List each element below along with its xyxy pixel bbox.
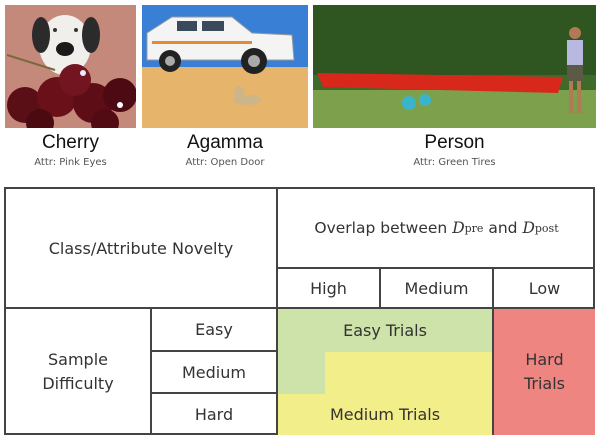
kayak-person-illustration <box>313 5 596 128</box>
pre-subscript: pre <box>464 221 484 235</box>
hard-trials-line1: Hard <box>525 350 564 369</box>
overlap-level-medium: Medium <box>404 278 469 298</box>
example-attribute-label: Attr: Green Tires <box>413 157 496 168</box>
grid-line <box>150 392 278 394</box>
grid-line <box>379 267 381 309</box>
grid-line <box>150 307 152 435</box>
corner-header: Class/Attribute Novelty <box>48 238 234 258</box>
difficulty-level-easy: Easy <box>195 320 233 339</box>
hard-trials-label: Hard Trials <box>494 309 595 435</box>
overlap-level-high: High <box>310 278 347 298</box>
overlap-level-low: Low <box>528 278 561 298</box>
easy-trials-label: Easy Trials <box>343 321 427 340</box>
medium-trials-region-bottom <box>278 394 492 435</box>
easy-trials-region-left <box>278 352 325 394</box>
sample-difficulty-header: Sample Difficulty <box>6 309 150 435</box>
difficulty-level-hard: Hard <box>194 405 234 424</box>
suv-lizard-illustration <box>142 5 308 128</box>
difficulty-level-medium: Medium <box>182 362 246 382</box>
example-class-label: Cherry <box>41 132 99 153</box>
and-word: and <box>483 219 523 237</box>
dalmatian-cherries-illustration <box>5 5 136 128</box>
sample-difficulty-line1: Sample <box>48 350 108 369</box>
example-image-person <box>313 5 596 128</box>
grid-line <box>492 267 494 435</box>
post-subscript: post <box>534 221 559 235</box>
medium-trials-region <box>325 352 492 394</box>
easy-trials-region <box>278 309 492 352</box>
example-attribute-label: Attr: Open Door <box>185 157 265 168</box>
grid-line <box>150 350 278 352</box>
medium-trials-label: Medium Trials <box>329 405 441 424</box>
grid-line <box>6 307 595 309</box>
example-class-label: Person <box>424 132 485 153</box>
example-image-cherry <box>5 5 136 128</box>
hard-trials-line2: Trials <box>523 374 566 393</box>
hard-trials-region <box>494 309 595 435</box>
sample-difficulty-line2: Difficulty <box>42 374 114 393</box>
d-pre-symbol: D <box>452 219 465 237</box>
d-post-symbol: D <box>522 219 535 237</box>
example-class-label: Agamma <box>186 132 264 153</box>
trial-difficulty-table: Class/Attribute Novelty Overlap between … <box>4 187 595 435</box>
grid-line <box>276 267 595 269</box>
overlap-header-prefix: Overlap between <box>314 219 453 237</box>
grid-line <box>276 189 278 435</box>
example-image-agamma <box>142 5 308 128</box>
example-attribute-label: Attr: Pink Eyes <box>34 157 107 168</box>
